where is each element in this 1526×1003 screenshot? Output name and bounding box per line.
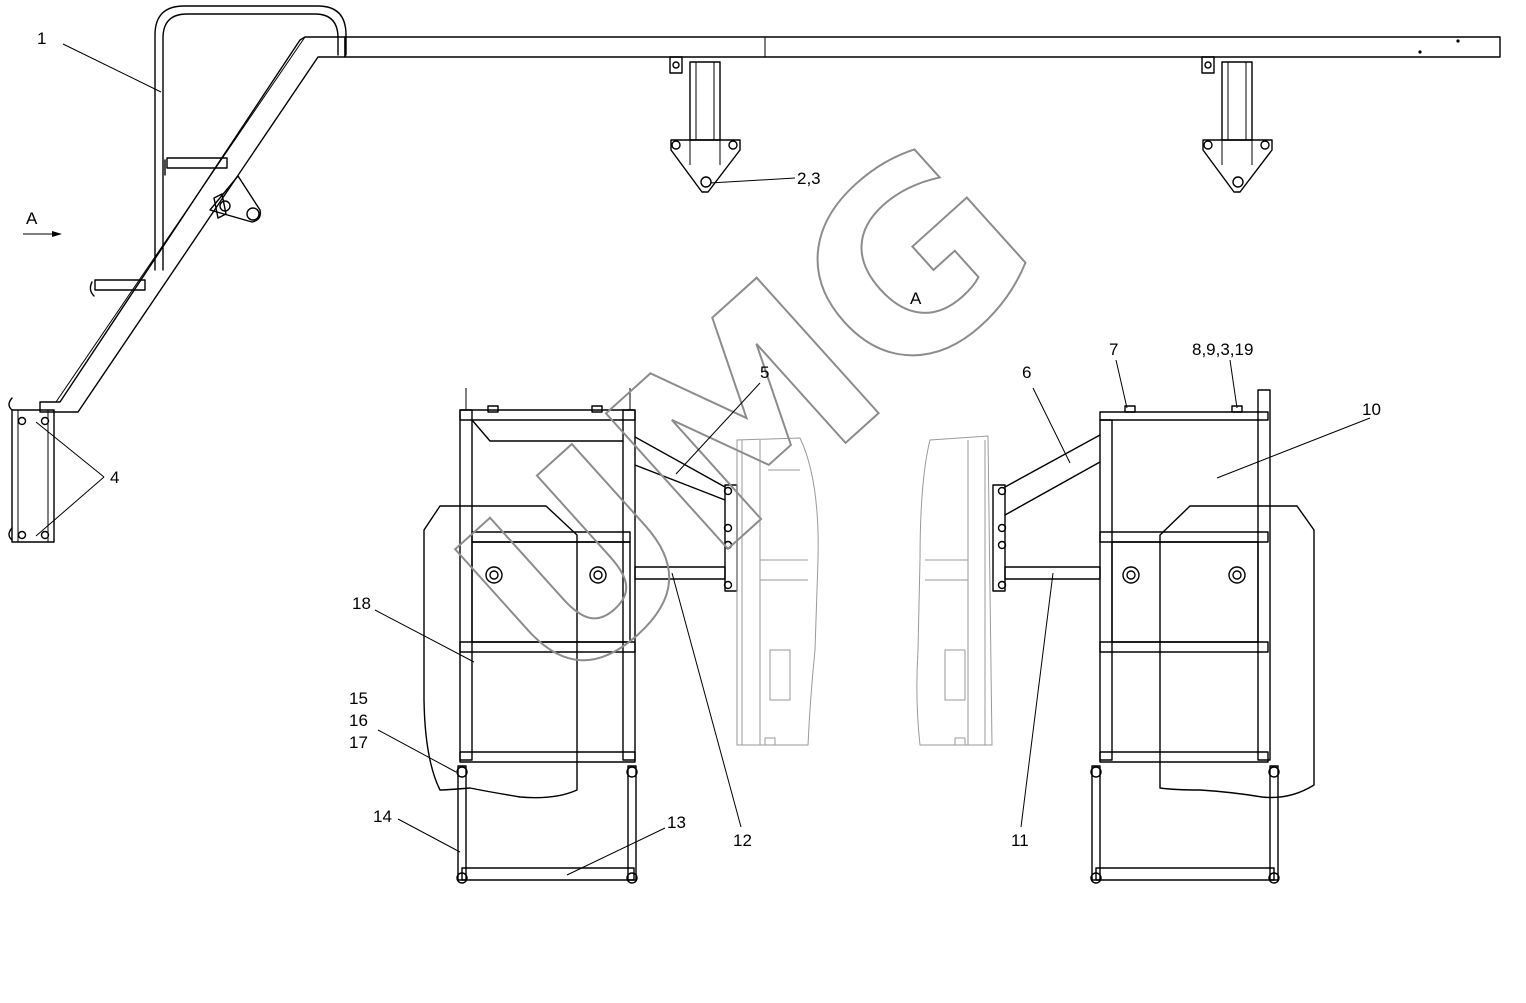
left-mudguard [423,505,578,799]
callout-18: 18 [352,594,371,613]
callout-12: 12 [733,831,752,850]
diagonal-strut [39,36,346,413]
callout-7: 7 [1109,340,1118,359]
right-ghost-part [916,435,993,746]
callout-6: 6 [1022,363,1031,382]
right-mudguard [1159,505,1315,799]
callout-1: 1 [37,29,46,48]
view-arrow [23,231,62,237]
callout-10: 10 [1362,400,1381,419]
handrail-loop [154,5,347,271]
callout-15: 15 [349,689,368,708]
callout-4: 4 [110,468,119,487]
hanger-bracket-left [669,56,741,193]
section-label: A [910,289,922,308]
leader-lines [35,43,1371,876]
view-arrow-label: A [26,209,38,228]
callout-labels: A A 1 2,3 4 5 6 7 8,9,3,19 10 11 12 13 1… [26,29,1381,850]
callout-16: 16 [349,711,368,730]
callout-17: 17 [349,733,368,752]
right-step-assembly [992,389,1315,884]
hanger-bracket-right [1201,56,1273,193]
callout-8-9-3-19: 8,9,3,19 [1192,340,1253,359]
callout-2-3: 2,3 [797,169,821,188]
callout-11: 11 [1011,831,1029,850]
callout-14: 14 [373,807,392,826]
top-assembly [8,5,1501,543]
callout-5: 5 [760,363,769,382]
callout-13: 13 [667,813,686,832]
strut-bracket [209,175,262,223]
main-beam [344,36,1501,58]
left-ghost-part [736,437,819,746]
left-step-assembly [423,388,738,884]
